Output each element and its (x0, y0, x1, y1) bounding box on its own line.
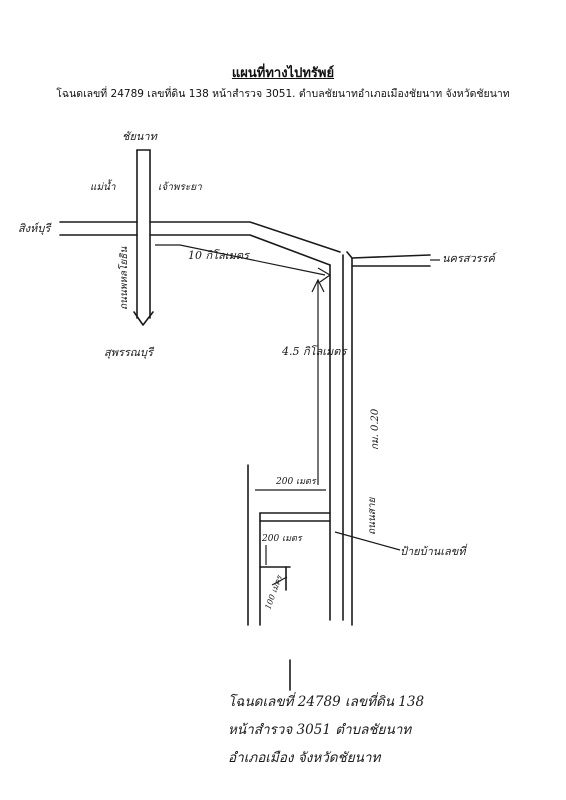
label-south: สุพรรณบุรี (104, 346, 155, 359)
label-canal-left: แม่น้ำ (90, 179, 116, 193)
handwritten-note-line-3: อำเภอเมือง จังหวัดชัยนาท (228, 750, 381, 766)
label-property-sign: ป้ายบ้านเลขที่ (400, 543, 468, 558)
label-canal-right: เจ้าพระยา (158, 181, 202, 193)
handwritten-note-line-1: โฉนดเลขที่ 24789 เลขที่ดิน 138 (228, 694, 425, 710)
deed-info-line: โฉนดเลขที่ 24789 เลขที่ดิน 138 หน้าสำรวจ… (56, 88, 510, 100)
label-distance-200m: 200 เมตร (275, 477, 317, 487)
label-small-distance: 100 เมตร (263, 573, 284, 611)
label-km: กม. 0.20 (370, 408, 381, 450)
label-distance-10km: 10 กิโลเมตร (188, 249, 251, 262)
label-road-right: ถนนสาย (367, 497, 378, 535)
label-east: นครสวรรค์ (442, 252, 498, 265)
label-north: ชัยนาท (122, 130, 158, 143)
page-title: แผนที่ทางไปทรัพย์ (231, 66, 335, 81)
label-distance-4-5km: 4.5 กิโลเมตร (281, 345, 348, 358)
label-road-vertical: ถนนพหลโยธิน (118, 246, 130, 310)
label-distance-200m-b: 200 เมตร (261, 534, 303, 544)
label-west: สิงห์บุรี (18, 222, 52, 235)
handwritten-note-line-2: หน้าสำรวจ 3051 ตำบลชัยนาท (228, 722, 412, 738)
